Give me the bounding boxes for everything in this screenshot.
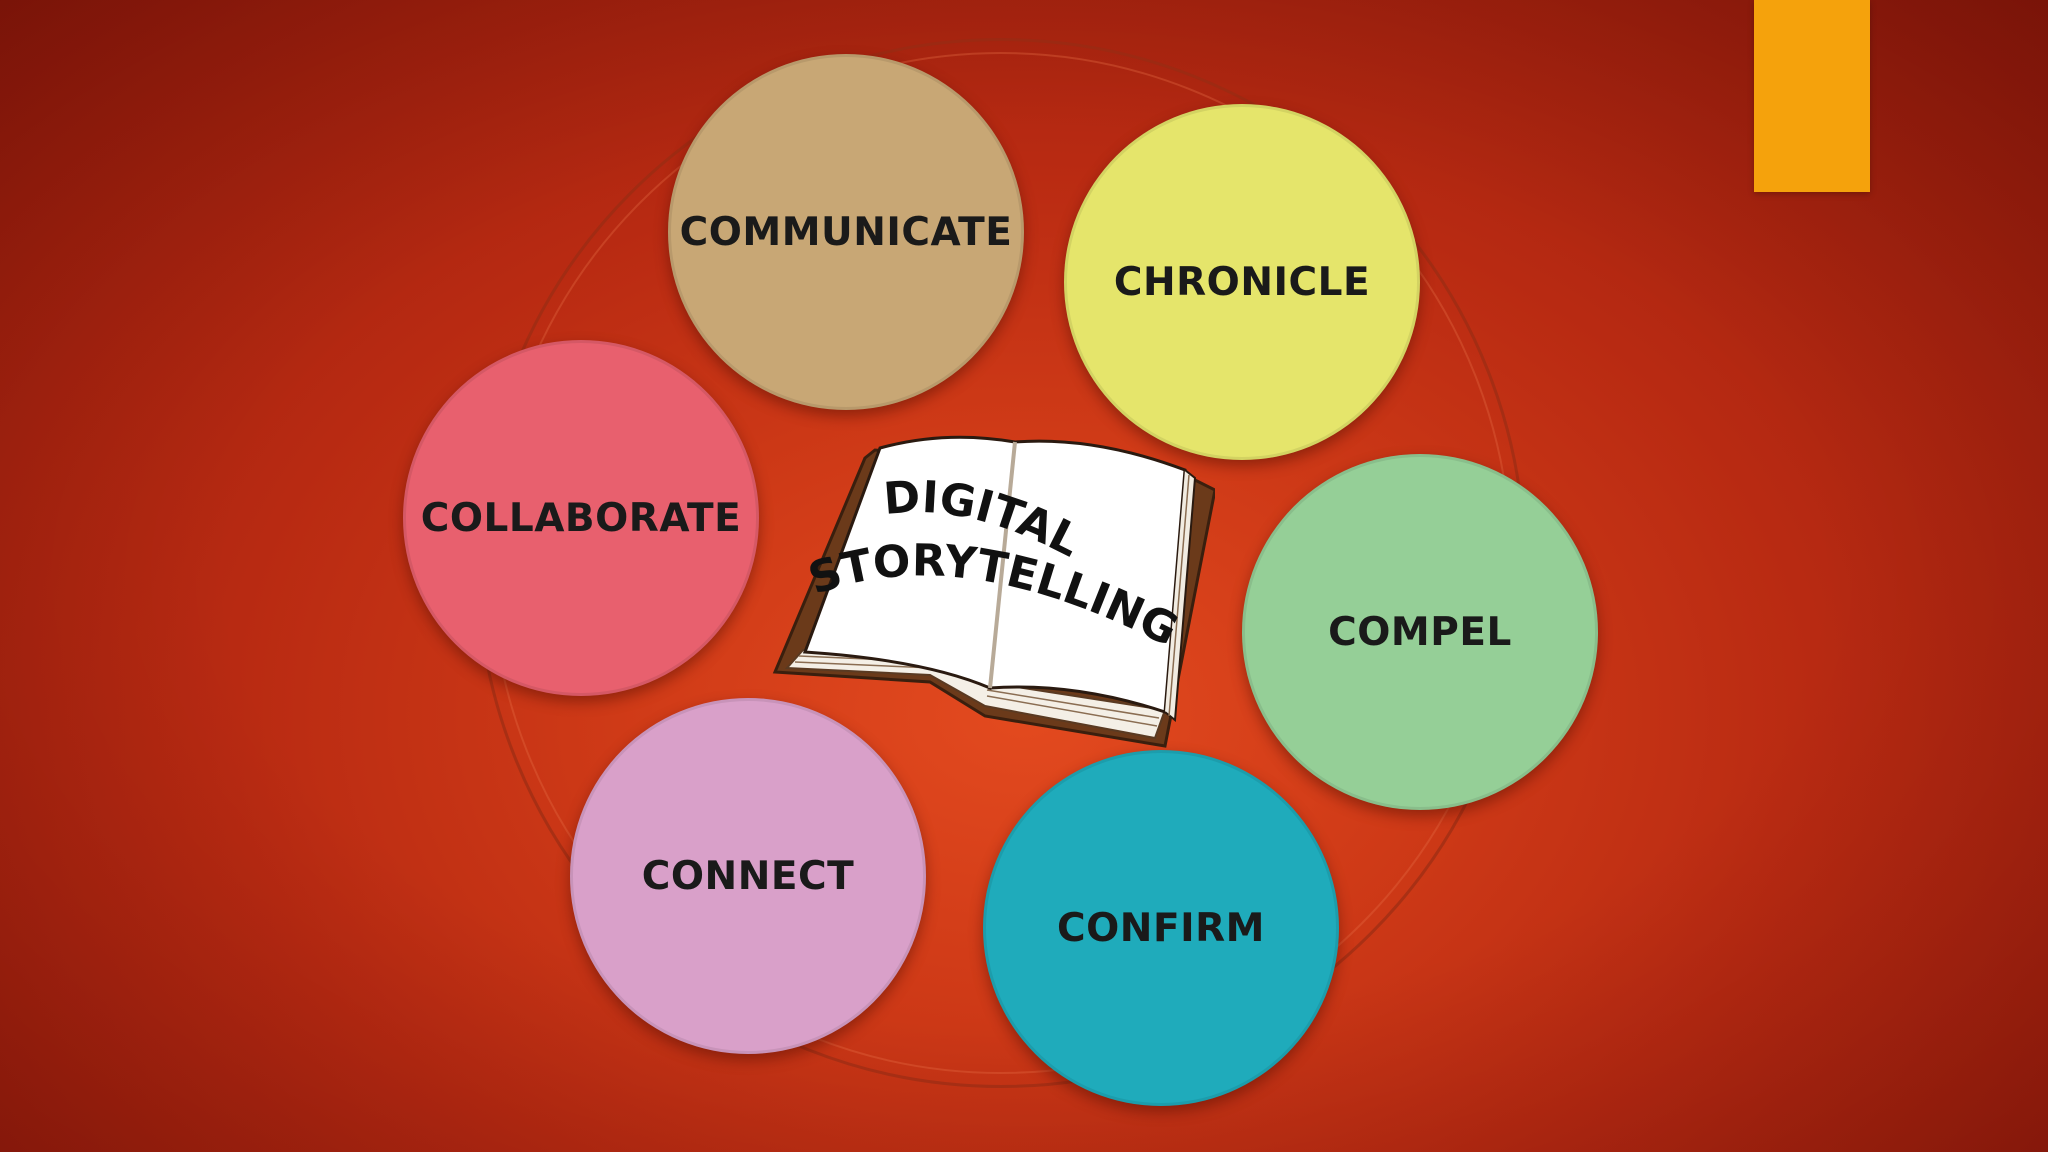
- node-label-communicate: COMMUNICATE: [679, 209, 1013, 255]
- accent-bar: [1754, 0, 1870, 192]
- open-book-icon: DIGITAL STORYTELLING: [715, 420, 1215, 750]
- node-label-chronicle: CHRONICLE: [1113, 259, 1371, 305]
- node-connect: CONNECT: [570, 698, 926, 1054]
- node-label-collaborate: COLLABORATE: [420, 495, 742, 541]
- node-communicate: COMMUNICATE: [668, 54, 1024, 410]
- node-collaborate: COLLABORATE: [403, 340, 759, 696]
- node-label-confirm: CONFIRM: [1057, 905, 1265, 951]
- node-compel: COMPEL: [1242, 454, 1598, 810]
- node-label-compel: COMPEL: [1328, 609, 1512, 655]
- node-chronicle: CHRONICLE: [1064, 104, 1420, 460]
- node-label-connect: CONNECT: [641, 853, 855, 899]
- node-confirm: CONFIRM: [983, 750, 1339, 1106]
